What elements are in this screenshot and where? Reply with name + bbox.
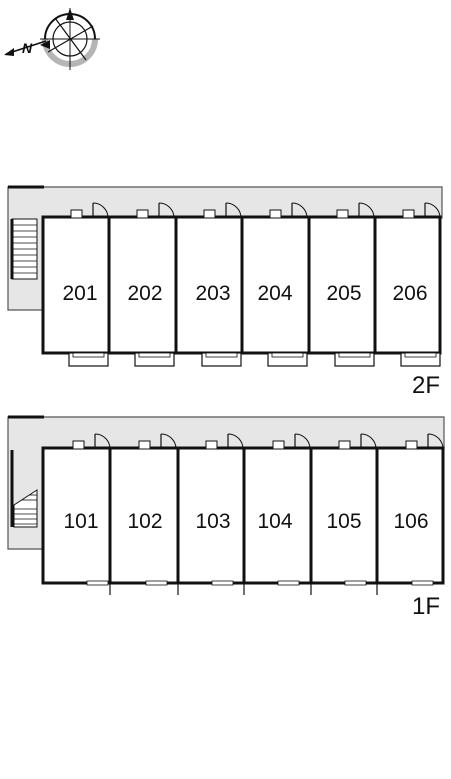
door-101: [72, 433, 111, 450]
unit-104-label: 104: [257, 510, 292, 533]
door-204: [269, 202, 308, 219]
floor-2f-label: 2F: [412, 372, 440, 399]
compass-icon: [4, 8, 100, 70]
door-206: [402, 202, 441, 219]
unit-203-label: 203: [195, 282, 230, 305]
door-106: [405, 433, 444, 450]
unit-204-label: 204: [257, 282, 292, 305]
unit-102-label: 102: [127, 510, 162, 533]
unit-101-label: 101: [63, 510, 98, 533]
balcony-206: [400, 352, 441, 367]
unit-105-label: 105: [326, 510, 361, 533]
floor-1f: 101 102 103 104 105 106 1F: [7, 415, 445, 620]
unit-201-label: 201: [62, 282, 97, 305]
door-203: [203, 202, 242, 219]
floor-2f: 201 202 203 204 205 206 2F: [7, 185, 443, 399]
compass-north-label: N: [22, 40, 33, 56]
door-201: [70, 202, 109, 219]
balcony-205: [334, 352, 375, 367]
door-103: [205, 433, 244, 450]
unit-103-label: 103: [195, 510, 230, 533]
balcony-202: [134, 352, 175, 367]
unit-205-label: 205: [326, 282, 361, 305]
unit-106-label: 106: [393, 510, 428, 533]
stair-1f: [10, 450, 38, 528]
stair-2f: [10, 218, 38, 280]
unit-206-label: 206: [392, 282, 427, 305]
door-105: [338, 433, 377, 450]
door-102: [138, 433, 177, 450]
balcony-203: [201, 352, 242, 367]
door-202: [136, 202, 175, 219]
unit-202-label: 202: [127, 282, 162, 305]
balcony-201: [68, 352, 109, 367]
balcony-204: [267, 352, 308, 367]
door-205: [336, 202, 375, 219]
floor-1f-label: 1F: [412, 593, 440, 620]
door-104: [272, 433, 311, 450]
